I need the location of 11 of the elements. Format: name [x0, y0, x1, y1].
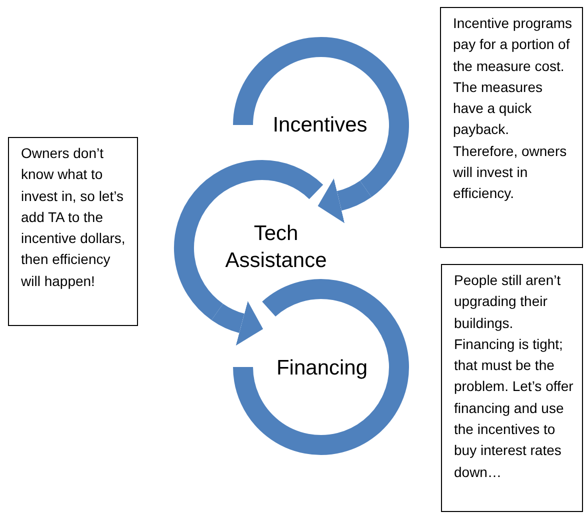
- note-box: [441, 264, 583, 512]
- curved-arrow: [212, 301, 263, 346]
- note-text: Owners don’t know what to invest in, so let’s add TA to the incentive dollars, then efficiency will happen!: [21, 144, 126, 291]
- node-label: Tech Assistance: [224, 221, 328, 274]
- note-text: Incentive programs pay for a portion of the measure cost. The measures have a quick payback. Therefore, owners will invest in efficiency.: [453, 14, 574, 204]
- note-text: People still aren’t upgrading their buildings. Financing is tight; that must be the problem. Let’s offer financing and use the incentives to buy interest rates down…: [454, 271, 574, 482]
- node-label: Financing: [276, 356, 368, 382]
- note-box: [440, 7, 583, 248]
- note-box: [8, 137, 138, 326]
- node-label: Incentives: [272, 112, 368, 138]
- curved-arrow: [318, 178, 372, 223]
